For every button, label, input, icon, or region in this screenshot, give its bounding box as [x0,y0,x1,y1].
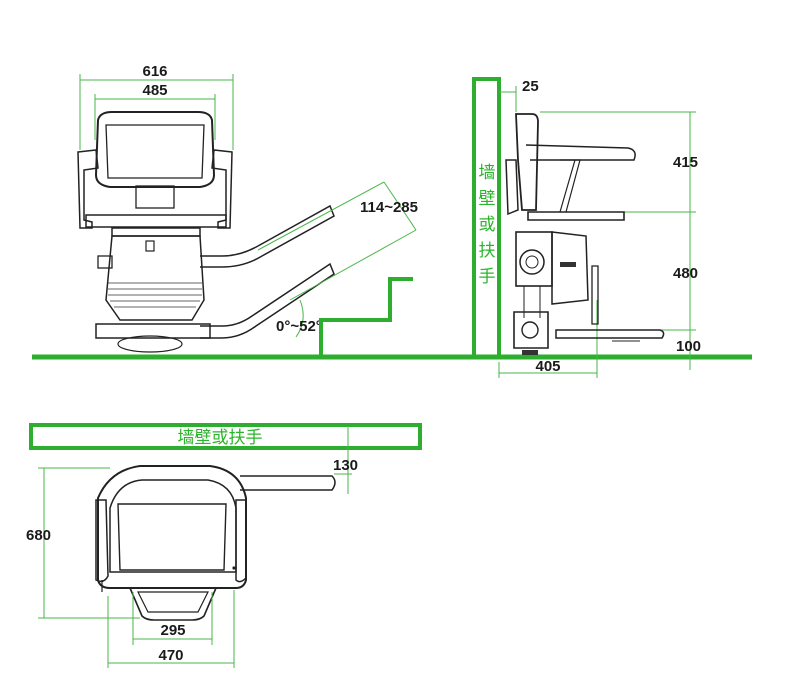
dim-side-depth: 405 [535,358,560,375]
top-armrest-right [235,499,247,583]
dim-footrest-width: 295 [160,622,185,639]
side-seat [527,211,625,221]
front-armrest-left [77,149,99,229]
front-seat [85,214,227,228]
side-wall-label-char-3: 或 [479,215,496,235]
top-chair-outline [97,465,247,589]
dim-wall-gap: 25 [522,78,539,95]
front-view: 616 485 114~285 [77,63,418,357]
top-footrest [128,587,218,621]
side-footrest [555,329,665,339]
side-backrest [515,113,539,211]
side-wall-label-char-5: 手 [479,267,496,287]
side-drive-unit [513,311,549,349]
stair-step-outline [319,277,413,357]
dim-front-inner-width: 485 [142,82,167,99]
side-armrest [525,144,636,161]
dim-footrest-height: 100 [676,338,701,355]
dim-front-outer-width: 616 [142,63,167,80]
side-wall-handrail [472,77,501,359]
side-view: 墙 壁 或 扶 手 25 415 480 100 405 [472,77,701,378]
top-armrest-left [95,499,109,583]
dim-seat-height: 480 [673,265,698,282]
top-view: 墙壁或扶手 130 680 295 470 [26,423,422,668]
front-motor-housing [105,235,205,321]
dim-rail-offset: 130 [333,457,358,474]
dim-overall-depth: 680 [26,527,51,544]
dim-backrest-height: 415 [673,154,698,171]
top-wall-label: 墙壁或扶手 [178,428,263,448]
front-lower-rail [200,262,335,339]
dim-rail-spacing: 114~285 [360,199,418,216]
side-wall-label-char-1: 墙 [479,163,496,183]
side-wall-label-char-4: 扶 [479,241,496,261]
top-rail [240,475,336,491]
dim-seat-width: 470 [158,647,183,664]
front-armrest-right [211,149,233,229]
top-wall-handrail [29,423,422,450]
side-carriage [515,231,553,287]
front-backrest [94,111,216,188]
dim-incline-angle: 0°~52° [276,318,322,335]
side-wall-label-char-2: 壁 [479,189,496,209]
front-upper-rail [200,204,335,268]
